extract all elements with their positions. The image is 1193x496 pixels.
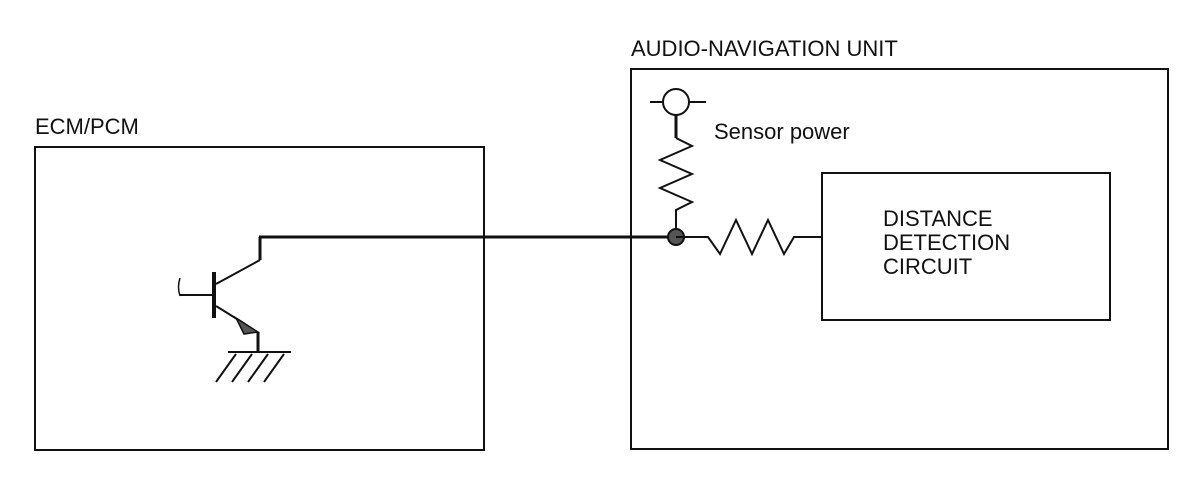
emitter-arrow — [234, 315, 261, 335]
audio-navigation-unit-box — [630, 68, 1169, 450]
series-resistor — [676, 217, 822, 257]
circuit-label-line-2: DETECTION — [883, 230, 1011, 255]
ecm-pcm-label: ECM/PCM — [35, 114, 139, 139]
ecm-pcm-box — [34, 146, 485, 451]
circuit-label-line-1: DISTANCE — [883, 206, 993, 231]
base-input-lead — [177, 277, 181, 297]
transistor-symbol — [177, 237, 262, 352]
circuit-label-line-3: CIRCUIT — [883, 254, 973, 279]
distance-detection-circuit-box — [821, 172, 1111, 321]
pull-up-resistor — [657, 137, 695, 228]
distance-detection-circuit-label: DISTANCE DETECTION CIRCUIT — [883, 207, 1010, 279]
collector-lead — [215, 259, 261, 285]
ground-symbol — [215, 351, 291, 383]
audio-navigation-unit-label: AUDIO-NAVIGATION UNIT — [631, 36, 898, 61]
sensor-power-symbol — [650, 88, 706, 138]
sensor-power-label: Sensor power — [714, 119, 850, 144]
